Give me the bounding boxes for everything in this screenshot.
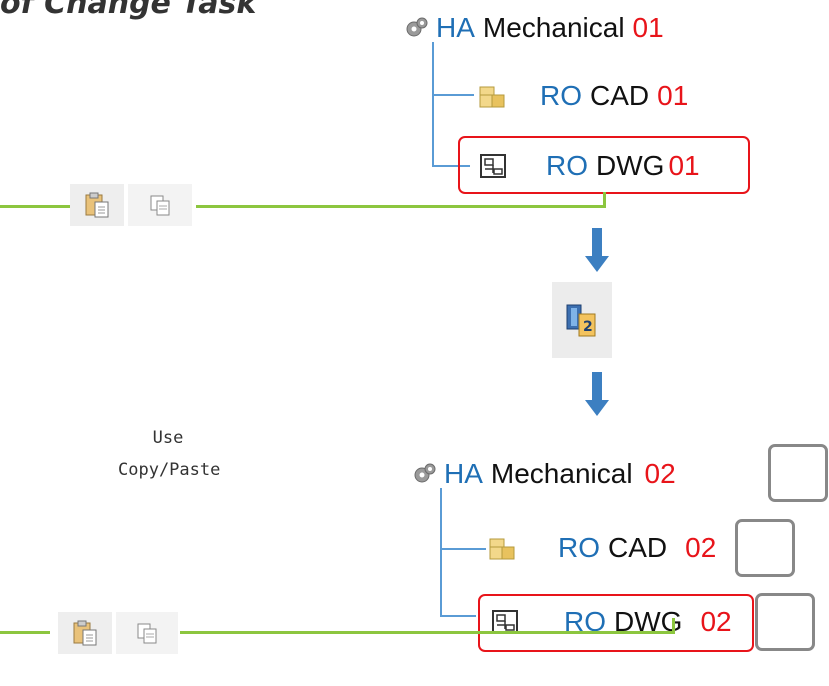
node-type: HA (436, 12, 475, 43)
tree-line-vertical (432, 42, 434, 166)
connector-line (196, 205, 606, 208)
paste-icon (71, 619, 99, 647)
instruction-note: Use Copy/Paste (118, 428, 221, 480)
copy-button[interactable] (128, 184, 192, 226)
tree-line-branch-dwg (432, 165, 470, 167)
connector-line (672, 618, 675, 634)
tree-line-vertical (440, 488, 442, 616)
connector-line (0, 631, 50, 634)
copy-icon (148, 193, 172, 217)
paste-icon (83, 191, 111, 219)
node-revision: 02 (644, 458, 676, 489)
node-revision: 02 (685, 532, 717, 563)
arrow-down-icon (585, 372, 609, 418)
connector-line (180, 631, 675, 634)
node-type: RO (564, 606, 606, 637)
page-title: of Change Task (0, 0, 257, 21)
node-name: Mechanical (482, 12, 625, 43)
revision-highlight-box (735, 519, 795, 577)
node-type: RO (540, 80, 582, 111)
tree-node-dwg[interactable]: RO DWG 01 (480, 148, 700, 184)
revise-button[interactable]: 2 (552, 282, 612, 358)
node-type: RO (546, 150, 588, 181)
copy-icon (135, 621, 159, 645)
tree-node-root[interactable]: HA Mechanical 02 (412, 456, 676, 492)
gear-icon (404, 15, 430, 41)
connector-line (603, 192, 606, 208)
tree-node-root[interactable]: HA Mechanical 01 (404, 10, 664, 46)
node-revision: 01 (668, 150, 700, 181)
revision-highlight-box (768, 444, 828, 502)
node-revision: 01 (632, 12, 664, 43)
paste-button[interactable] (70, 184, 124, 226)
node-revision: 02 (700, 606, 732, 637)
tree-node-cad[interactable]: RO CAD 01 (478, 78, 688, 114)
tree-line-branch-cad (440, 548, 486, 550)
tree-node-cad[interactable]: RO CAD 02 (488, 530, 716, 566)
part-icon (478, 83, 505, 109)
arrow-down-icon (585, 228, 609, 274)
part-icon (488, 535, 515, 561)
node-name: CAD (608, 532, 668, 563)
connector-line (0, 205, 70, 208)
paste-button[interactable] (58, 612, 112, 654)
node-name: Mechanical (490, 458, 633, 489)
svg-text:2: 2 (583, 319, 593, 335)
node-type: RO (558, 532, 600, 563)
drawing-icon (480, 153, 506, 179)
revision-highlight-box (755, 593, 815, 651)
selection-highlight-box (478, 594, 754, 652)
node-revision: 01 (657, 80, 689, 111)
tree-node-dwg[interactable]: RO DWG 02 (492, 604, 732, 640)
revise-icon: 2 (565, 302, 599, 338)
tree-line-branch-dwg (440, 615, 476, 617)
node-type: HA (444, 458, 483, 489)
node-name: CAD (590, 80, 650, 111)
gear-icon (412, 461, 438, 487)
node-name: DWG (596, 150, 665, 181)
tree-line-branch-cad (432, 94, 474, 96)
copy-button[interactable] (116, 612, 178, 654)
